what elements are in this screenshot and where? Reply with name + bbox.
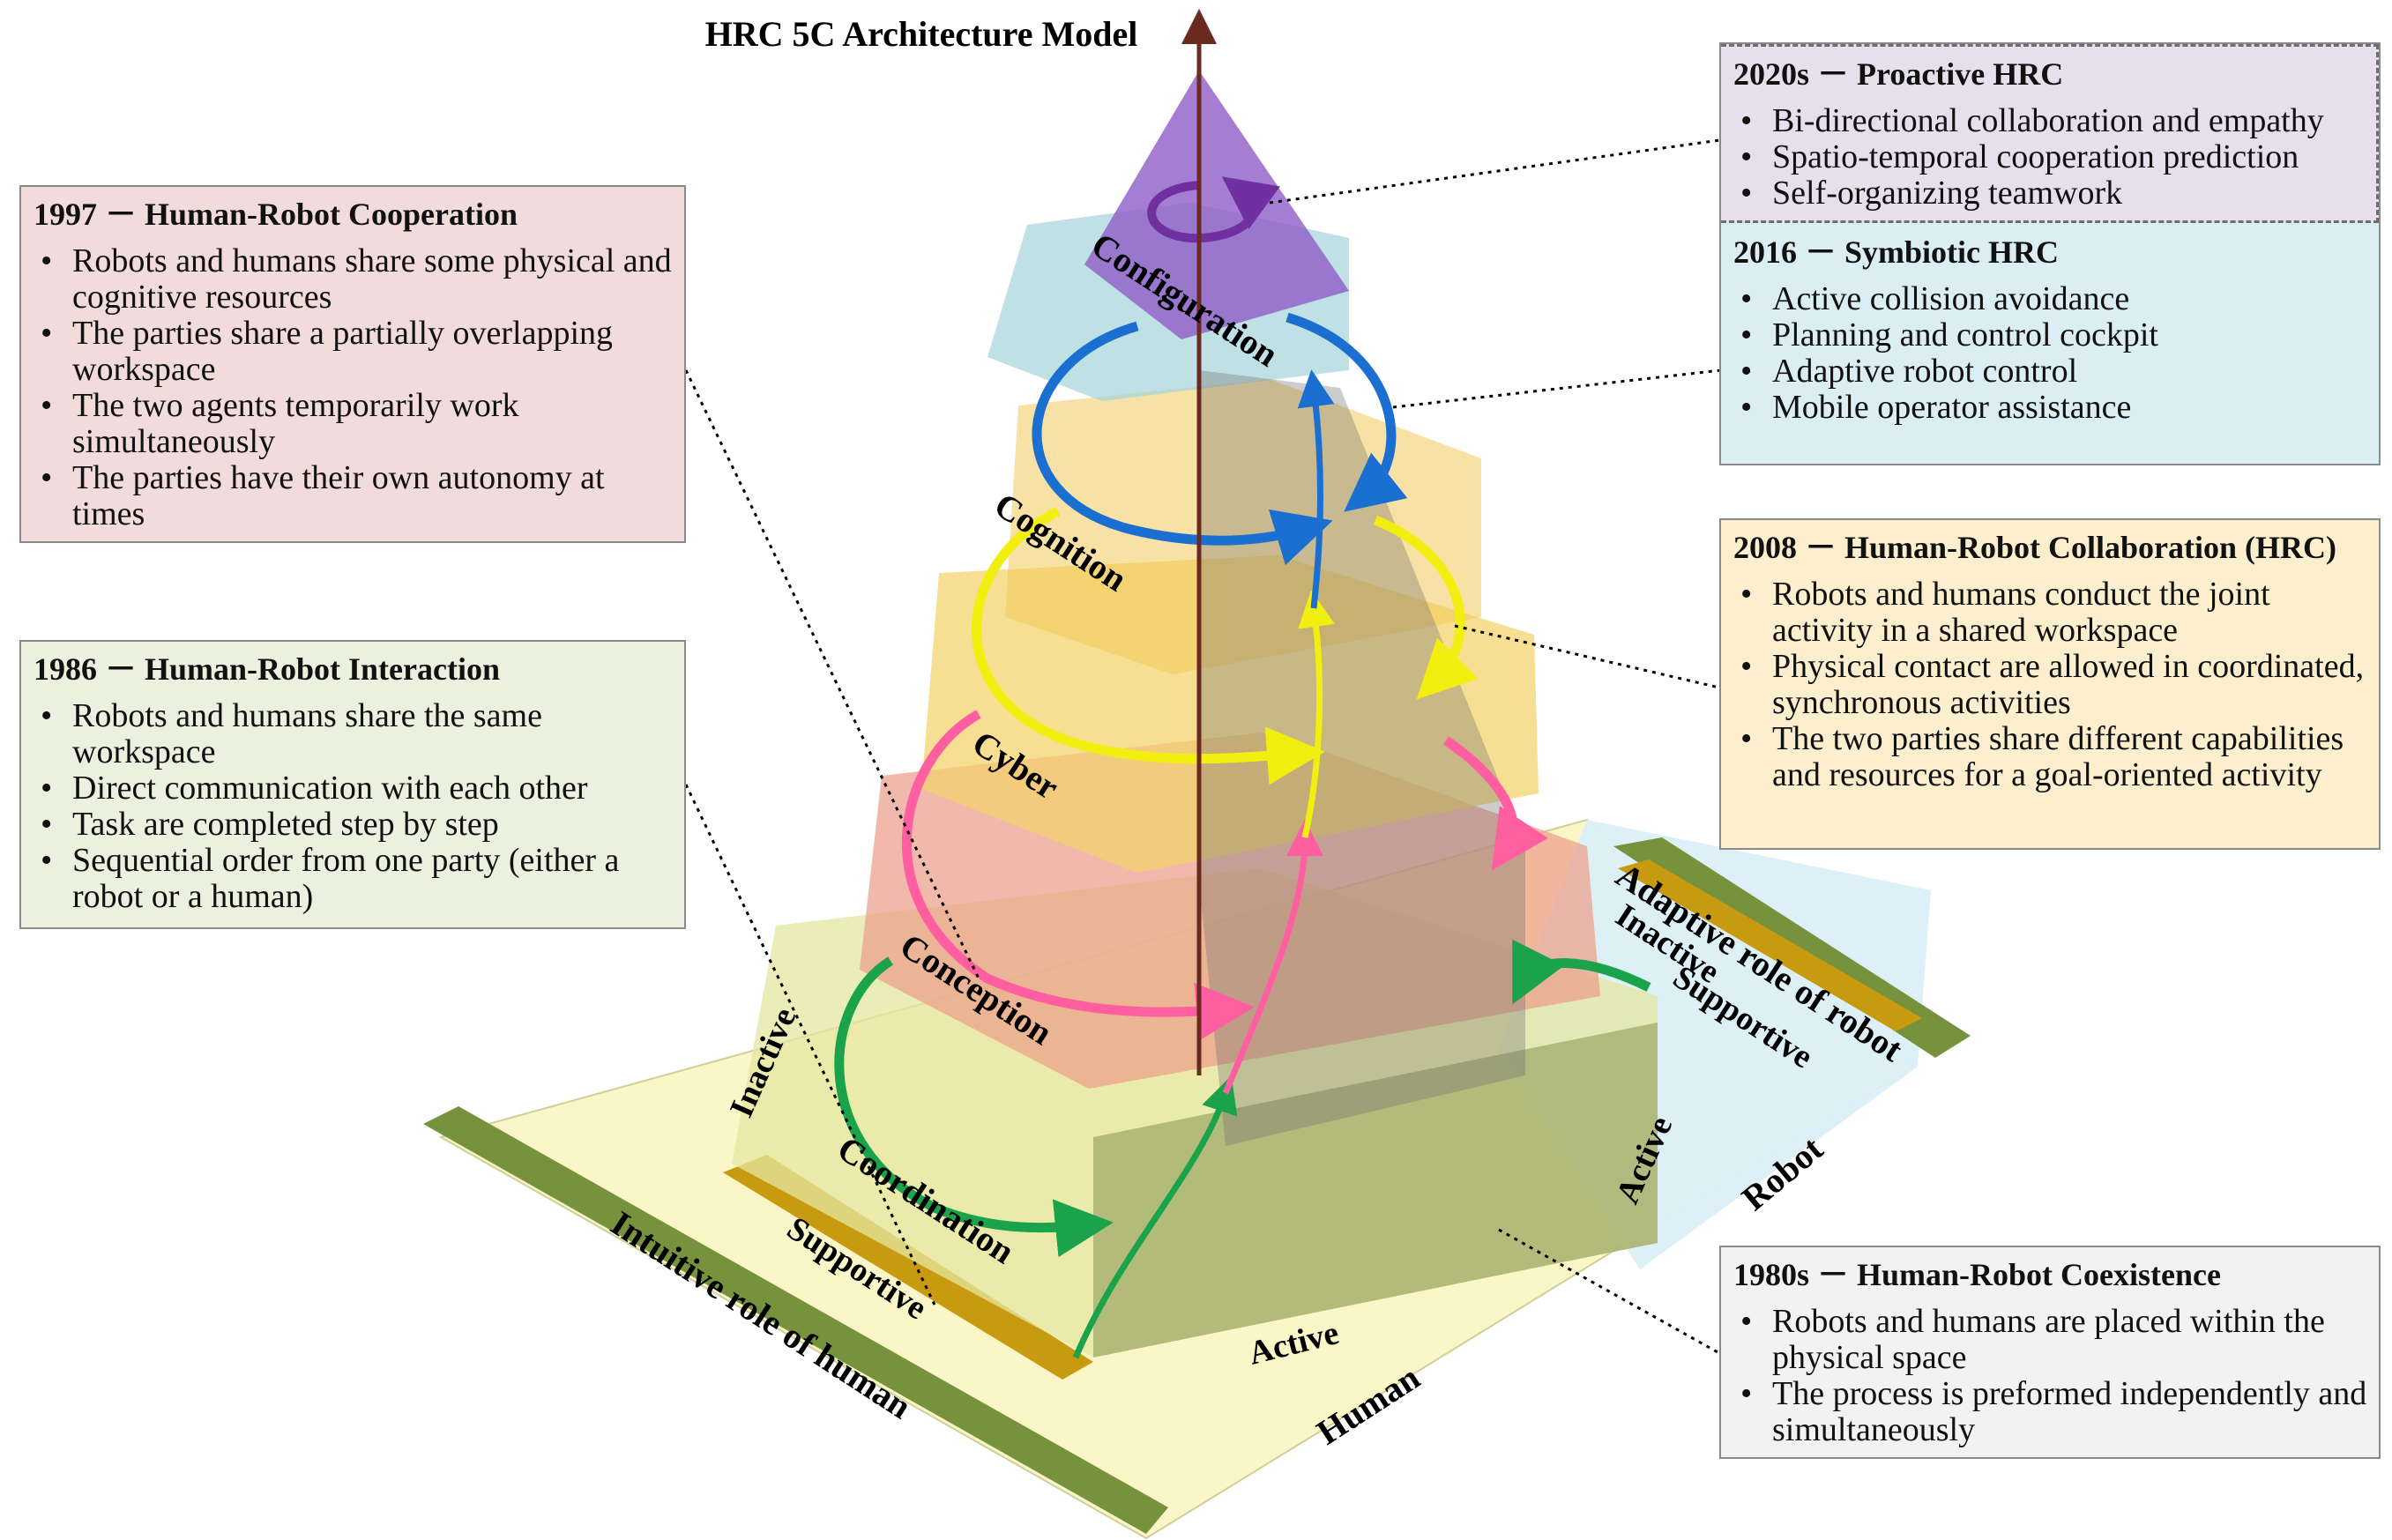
- list-item: Spatio-temporal cooperation prediction: [1740, 139, 2366, 176]
- list-item: The two agents temporarily work simultan…: [41, 388, 674, 460]
- list-item: Robots and humans conduct the joint acti…: [1740, 577, 2368, 649]
- list-item: Adaptive robot control: [1740, 353, 2368, 391]
- list-item: The two parties share different capabili…: [1740, 721, 2368, 793]
- human-role-strip: [423, 1106, 1168, 1534]
- list-item: Direct communication with each other: [41, 770, 674, 807]
- connector-cooperation: [684, 369, 980, 979]
- cyber-arrow-right: [1373, 515, 1479, 700]
- configuration-pyramid: [1084, 71, 1349, 339]
- list-item: Mobile operator assistance: [1740, 390, 2368, 427]
- list-item: Robots and humans share the same workspa…: [41, 698, 674, 770]
- vertical-pink-arrow: [1222, 819, 1323, 1095]
- list-item: Planning and control cockpit: [1740, 317, 2368, 354]
- cooperation-list: Robots and humans share some physical an…: [34, 243, 674, 532]
- conception-arrow-right: [1442, 736, 1548, 871]
- vertical-yellow-arrow: [1298, 590, 1335, 838]
- human-supportive-strip: [723, 1155, 1093, 1380]
- coordination-arrow: [834, 956, 1114, 1258]
- conception-arrow: [901, 710, 1255, 1041]
- connector-coexistence: [1498, 1228, 1720, 1355]
- cyber-arrow: [972, 507, 1325, 785]
- cognition-arrow: [1032, 321, 1333, 566]
- list-item: Bi-directional collaboration and empathy: [1740, 103, 2366, 140]
- proactive-title: 2020s － Proactive HRC: [1733, 56, 2064, 92]
- configuration-arrow: [1147, 176, 1280, 243]
- coexistence-list: Robots and humans are placed within the …: [1733, 1304, 2368, 1448]
- symbiotic-list: Active collision avoidance Planning and …: [1733, 281, 2368, 427]
- list-item: Physical contact are allowed in coordina…: [1740, 649, 2368, 721]
- interaction-box: 1986 － Human-Robot Interaction Robots an…: [19, 640, 686, 929]
- list-item: Robots and humans are placed within the …: [1740, 1304, 2368, 1376]
- symbiotic-title: 2016 － Symbiotic HRC: [1733, 234, 2059, 270]
- vertical-blue-arrow: [1297, 369, 1335, 609]
- coexistence-title: 1980s － Human-Robot Coexistence: [1733, 1257, 2221, 1292]
- connector-symbiotic: [1392, 368, 1722, 409]
- coexistence-box: 1980s － Human-Robot Coexistence Robots a…: [1719, 1246, 2381, 1459]
- connector-collaboration: [1454, 624, 1720, 689]
- cognition-arrow-right: [1285, 312, 1408, 512]
- proactive-section: 2020s － Proactive HRC Bi-directional col…: [1721, 44, 2379, 223]
- list-item: The parties have their own autonomy at t…: [41, 460, 674, 532]
- collaboration-box: 2008 － Human-Robot Collaboration (HRC) R…: [1719, 518, 2381, 850]
- list-item: Sequential order from one party (either …: [41, 843, 674, 915]
- robot-supportive-strip: [1618, 859, 1922, 1031]
- list-item: The parties share a partially overlappin…: [41, 316, 674, 388]
- cooperation-title: 1997 － Human-Robot Cooperation: [34, 197, 518, 232]
- diagram-title: HRC 5C Architecture Model: [705, 14, 1138, 54]
- proactive-list: Bi-directional collaboration and empathy…: [1733, 103, 2366, 212]
- interaction-title: 1986 － Human-Robot Interaction: [34, 651, 500, 687]
- list-item: The process is preformed independently a…: [1740, 1376, 2368, 1448]
- interaction-list: Robots and humans share the same workspa…: [34, 698, 674, 915]
- coordination-base-face: [1093, 1023, 1658, 1358]
- collaboration-title: 2008 － Human-Robot Collaboration (HRC): [1733, 530, 2337, 565]
- green-arrow-right: [1512, 939, 1651, 1005]
- collaboration-list: Robots and humans conduct the joint acti…: [1733, 577, 2368, 793]
- list-item: Task are completed step by step: [41, 807, 674, 844]
- proactive-symbiotic-box: 2020s － Proactive HRC Bi-directional col…: [1719, 42, 2381, 465]
- connector-lines: [684, 138, 1727, 1355]
- spiral-arrows: [834, 176, 1651, 1359]
- cooperation-box: 1997 － Human-Robot Cooperation Robots an…: [19, 185, 686, 543]
- list-item: Active collision avoidance: [1740, 281, 2368, 318]
- vertical-green-arrow: [1072, 1075, 1238, 1359]
- connector-proactive: [1269, 138, 1727, 205]
- list-item: Robots and humans share some physical an…: [41, 243, 674, 316]
- list-item: Self-organizing teamwork: [1740, 175, 2366, 212]
